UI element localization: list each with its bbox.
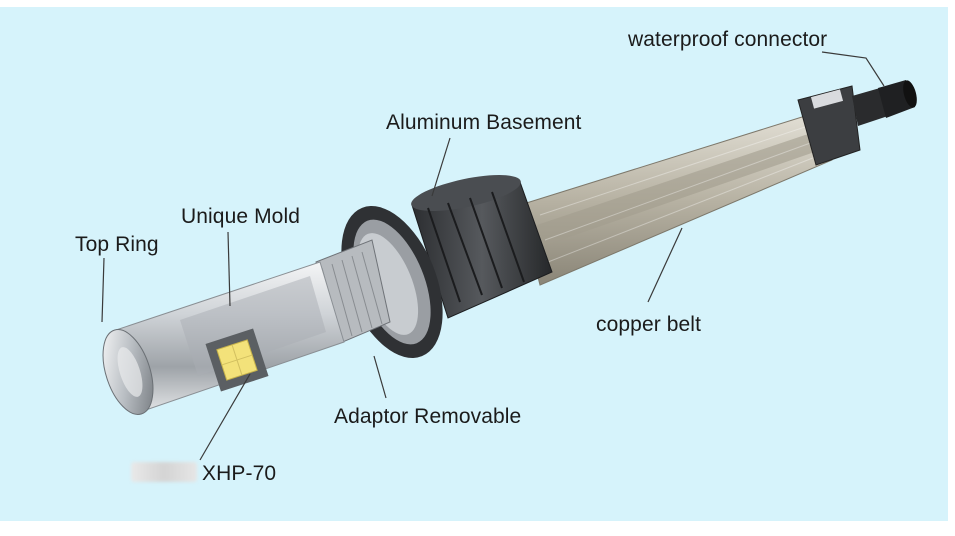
label-top-ring: Top Ring — [75, 233, 159, 256]
blurred-brand-mark — [131, 462, 197, 482]
leader-xhp — [199, 373, 251, 461]
led-chip-graphic — [205, 328, 269, 392]
label-waterproof-connector: waterproof connector — [628, 28, 828, 51]
label-adaptor-removable: Adaptor Removable — [334, 405, 522, 428]
aluminum-basement-graphic — [411, 175, 553, 319]
leader-copper — [647, 227, 683, 303]
label-unique-mold: Unique Mold — [181, 205, 300, 228]
leader-adaptor — [373, 355, 387, 399]
leader-lines — [101, 51, 885, 461]
label-xhp70: XHP-70 — [202, 462, 277, 485]
connector-graphic — [797, 80, 917, 166]
leader-mold — [227, 231, 231, 307]
label-copper-belt: copper belt — [596, 313, 702, 336]
leader-waterproof — [821, 51, 885, 87]
label-aluminum-basement: Aluminum Basement — [386, 111, 582, 134]
copper-belt-graphic — [519, 111, 833, 286]
leader-topring — [101, 257, 105, 323]
top-ring-graphic — [102, 329, 154, 415]
leader-aluminum — [431, 137, 451, 197]
